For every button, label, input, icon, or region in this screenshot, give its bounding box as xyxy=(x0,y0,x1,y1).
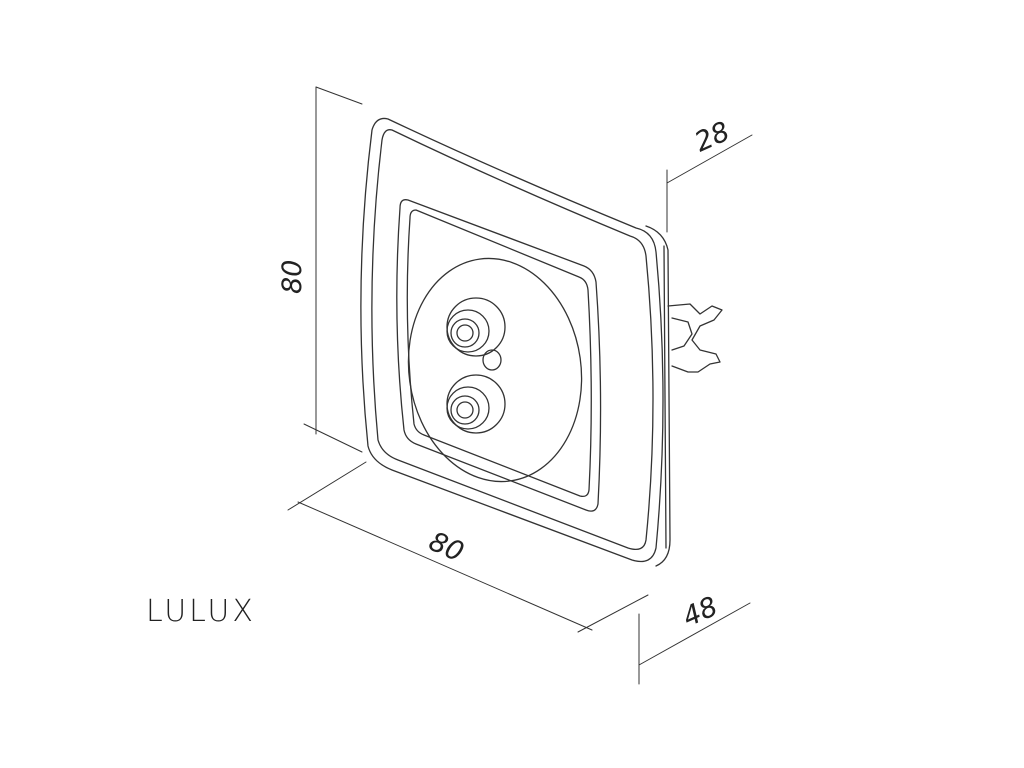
rca-jack-top-pin xyxy=(456,324,474,342)
mounting-claw-detail xyxy=(671,317,693,351)
depth-total-label: 48 xyxy=(678,591,722,633)
height-extension-top xyxy=(315,86,363,105)
width-extension-left xyxy=(287,461,367,511)
rca-jack-bottom-pin xyxy=(456,401,474,419)
depth-frame-dimension-line xyxy=(666,134,753,184)
frame-side-depth-edge xyxy=(663,245,667,549)
inner-plate xyxy=(396,199,602,512)
indicator-hole xyxy=(482,349,502,371)
rca-jack-top-inner xyxy=(450,318,480,348)
inner-plate-bevel xyxy=(406,209,592,498)
height-dimension: 80 xyxy=(277,86,363,453)
height-extension-bottom xyxy=(303,423,363,453)
circular-recess xyxy=(407,257,583,483)
depth-frame-dimension: 28 xyxy=(666,116,753,233)
width-dimension-label: 80 xyxy=(424,526,468,568)
depth-total-dimension: 48 xyxy=(638,591,751,685)
height-dimension-label: 80 xyxy=(277,260,308,294)
width-extension-right xyxy=(577,594,649,633)
mounting-claw xyxy=(667,303,723,373)
rca-jack-bottom xyxy=(446,374,506,434)
outer-frame xyxy=(360,117,664,563)
rca-jack-bottom-inner xyxy=(450,395,480,425)
depth-frame-label: 28 xyxy=(690,116,734,158)
socket-body xyxy=(360,117,723,567)
brand-label: LULUX xyxy=(146,594,256,629)
rca-jack-top xyxy=(446,297,506,357)
width-dimension-line xyxy=(297,501,593,631)
rca-jack-top-ring xyxy=(446,309,490,353)
depth-total-dimension-line xyxy=(638,602,751,666)
frame-side-depth xyxy=(645,225,671,567)
outer-frame-bevel xyxy=(371,129,654,551)
width-dimension: 80 xyxy=(287,461,649,633)
rca-jack-bottom-ring xyxy=(446,386,490,430)
